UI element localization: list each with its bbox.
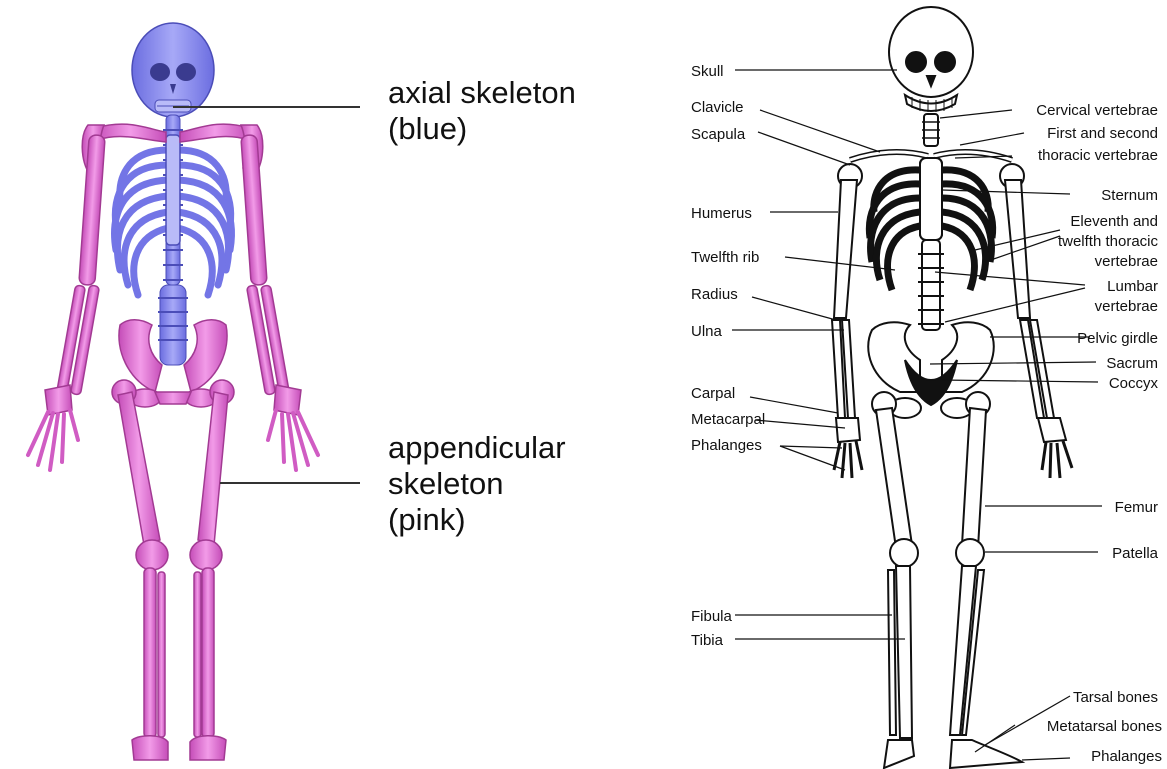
left-labels: Skull Clavicle Scapula Humerus Twelfth r… <box>691 63 765 649</box>
label-metacarpal: Metacarpal <box>691 411 765 428</box>
label-first-second-line-2: thoracic vertebrae <box>1038 147 1158 164</box>
label-tarsal-bones: Tarsal bones <box>1073 689 1158 706</box>
label-sacrum: Sacrum <box>1106 355 1158 372</box>
label-clavicle: Clavicle <box>691 99 744 116</box>
label-phalanges-hand: Phalanges <box>691 437 762 454</box>
label-phalanges-foot: Phalanges <box>1091 748 1162 765</box>
label-scapula: Scapula <box>691 126 746 143</box>
label-metatarsal-bones: Metatarsal bones <box>1047 718 1162 735</box>
label-sternum: Sternum <box>1101 187 1158 204</box>
line-art-skeleton <box>832 7 1072 768</box>
label-twelfth-rib: Twelfth rib <box>691 249 759 266</box>
label-pelvic-girdle: Pelvic girdle <box>1077 330 1158 347</box>
label-first-second-line-1: First and second <box>1047 125 1158 142</box>
label-lumbar-line-2: vertebrae <box>1095 298 1158 315</box>
label-coccyx: Coccyx <box>1109 375 1159 392</box>
label-radius: Radius <box>691 286 738 303</box>
label-patella: Patella <box>1112 545 1159 562</box>
label-ulna: Ulna <box>691 323 723 340</box>
label-eleventh-line-2: twelfth thoracic <box>1058 233 1159 250</box>
label-carpal: Carpal <box>691 385 735 402</box>
label-fibula: Fibula <box>691 608 733 625</box>
label-femur: Femur <box>1115 499 1158 516</box>
label-tibia: Tibia <box>691 632 724 649</box>
label-eleventh-line-3: vertebrae <box>1095 253 1158 270</box>
label-cervical-vertebrae: Cervical vertebrae <box>1036 102 1158 119</box>
label-lumbar-line-1: Lumbar <box>1107 278 1158 295</box>
label-eleventh-line-1: Eleventh and <box>1070 213 1158 230</box>
label-humerus: Humerus <box>691 205 752 222</box>
label-skull: Skull <box>691 63 724 80</box>
